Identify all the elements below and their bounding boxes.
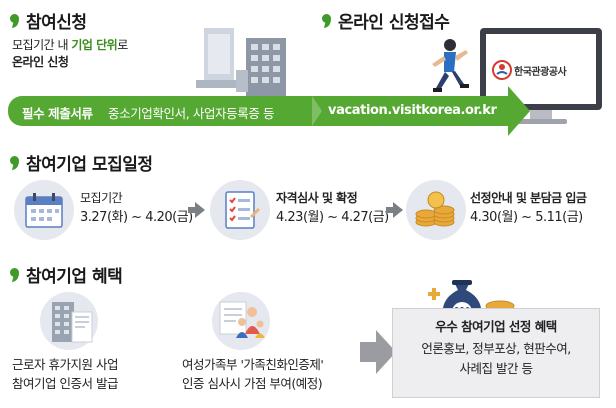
schedule-step-2-date: 4.23(월) ~ 4.27(금)	[276, 210, 389, 225]
benefit-1-line2: 참여기업 인증서 발급	[12, 376, 118, 391]
result-title: 우수 참여기업 선정 혜택	[435, 319, 557, 334]
coins-icon	[415, 191, 455, 227]
schedule-step-1-label: 모집기간	[80, 191, 123, 205]
section-title-schedule: 참여기업 모집일정	[10, 150, 153, 175]
schedule-step-3-label: 선정안내 및 분담금 입금	[470, 191, 587, 205]
quote-mark-icon	[322, 13, 332, 28]
benefit-2-line2: 인증 심사시 가점 부여(예정)	[182, 376, 323, 391]
family-icon	[219, 301, 265, 338]
result-box	[392, 308, 600, 398]
section-title-online: 온라인 신청접수	[322, 8, 450, 33]
result-line2: 사례집 발간 등	[459, 361, 533, 376]
section-title-apply: 참여신청	[10, 8, 87, 33]
schedule-step-3-date: 4.30(월) ~ 5.11(금)	[470, 210, 583, 225]
quote-mark-icon	[10, 13, 20, 28]
running-person-icon	[432, 39, 469, 92]
apply-description-line2: 온라인 신청	[12, 55, 69, 69]
kto-logo-icon	[492, 60, 512, 80]
calendar-icon	[25, 193, 63, 228]
application-url-link[interactable]: vacation.visitkorea.or.kr	[328, 103, 497, 118]
benefit-2-line1: 여성가족부 '가족친화인증제'	[182, 357, 324, 372]
office-building-icon	[196, 28, 286, 96]
schedule-step-1-date: 3.27(화) ~ 4.20(금)	[80, 210, 193, 225]
result-arrow-icon	[376, 330, 396, 374]
required-docs-banner	[8, 96, 508, 126]
result-line1: 언론홍보, 정부포상, 현판수여,	[421, 341, 571, 356]
schedule-step-2-label: 자격심사 및 확정	[276, 191, 358, 205]
step-arrow-icon	[393, 202, 403, 218]
checklist-icon	[225, 191, 260, 229]
benefit-1-line1: 근로자 휴가지원 사업	[12, 357, 118, 372]
apply-description-line1: 모집기간 내 기업 단위로	[12, 38, 128, 52]
step-arrow-icon	[195, 202, 205, 218]
section-title-benefits: 참여기업 혜택	[10, 262, 123, 287]
kto-logo-text: 한국관광공사	[514, 67, 567, 78]
quote-mark-icon	[10, 155, 20, 170]
required-docs-label: 필수 제출서류	[22, 106, 93, 121]
building-icon	[52, 302, 93, 343]
required-docs-list: 중소기업확인서, 사업자등록증 등	[108, 106, 275, 121]
quote-mark-icon	[10, 267, 20, 282]
